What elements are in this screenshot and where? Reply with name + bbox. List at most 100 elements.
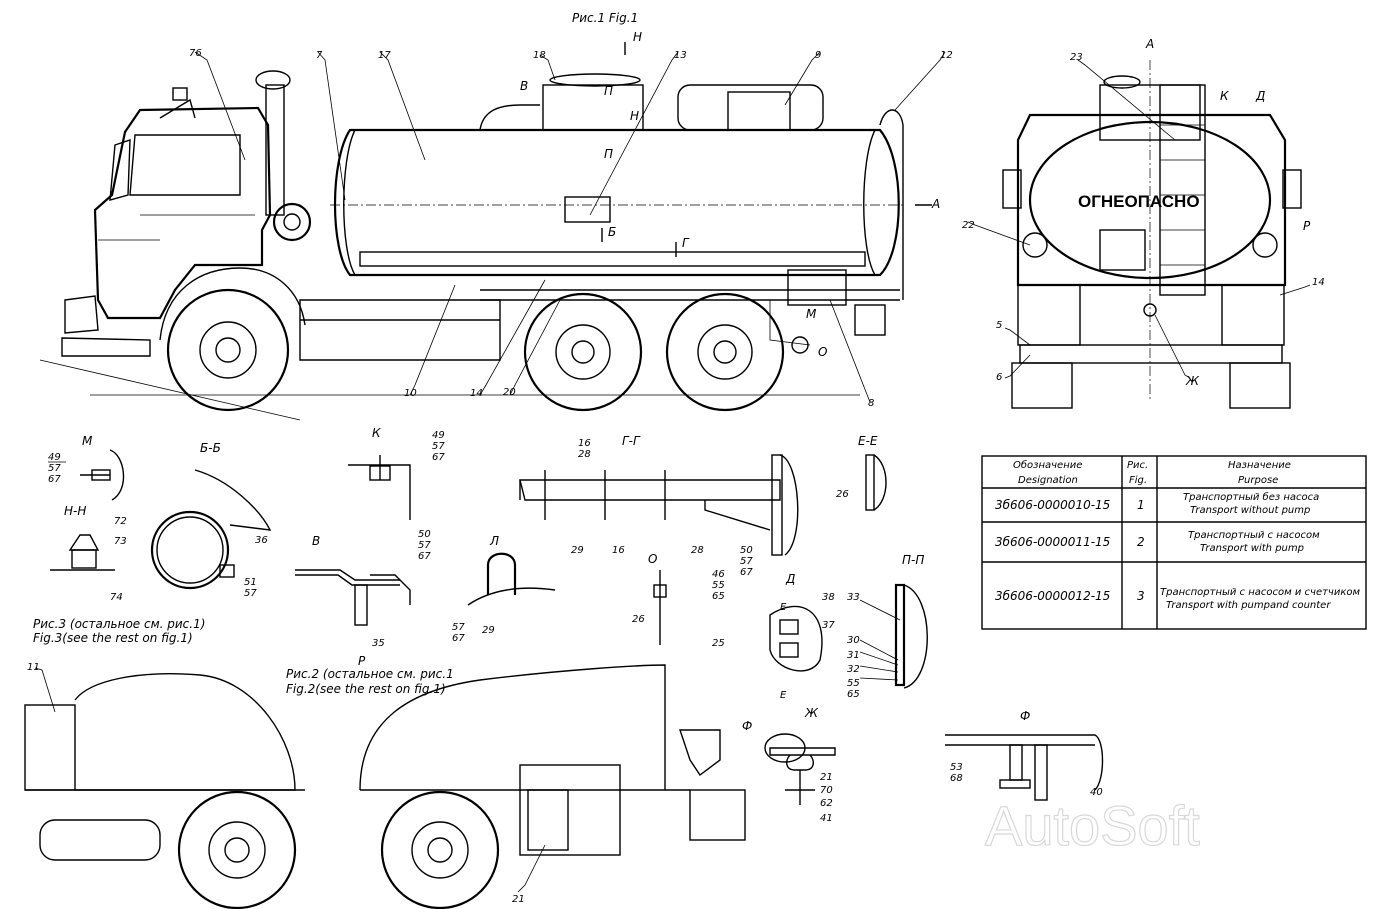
watermark: AutoSoft	[985, 794, 1200, 857]
detail-D: 38 37 Е Е	[769, 592, 835, 701]
svg-text:Б: Б	[608, 225, 616, 239]
svg-text:Ж: Ж	[1185, 374, 1200, 388]
table-row-1-designation: 3б606-0000010-15	[995, 498, 1110, 512]
svg-text:13: 13	[674, 50, 687, 61]
detail-EE: 26	[836, 454, 887, 511]
svg-text:Н: Н	[633, 30, 642, 44]
view-O-label: О	[648, 552, 657, 566]
table-row-2-designation: 3б606-0000011-15	[995, 535, 1110, 549]
svg-text:31: 31	[847, 650, 860, 661]
view-BB-label: Б-Б	[200, 441, 221, 455]
fig3-title-ru: Рис.3 (остальное см. рис.1)	[33, 617, 205, 631]
table-row-3-purpose-ru: Транспортный с насосом и счетчиком	[1160, 587, 1360, 598]
svg-text:68: 68	[950, 773, 963, 784]
svg-text:12: 12	[940, 50, 953, 61]
svg-text:67: 67	[452, 633, 465, 644]
svg-text:67: 67	[48, 474, 61, 485]
detail-L: 57 67 29	[452, 552, 556, 644]
view-GG-label: Г-Г	[622, 434, 641, 448]
view-F-label: Ф	[742, 719, 752, 733]
detail-NN: 72 73 74	[50, 516, 127, 603]
svg-text:67: 67	[432, 452, 445, 463]
view-L-label: Л	[489, 534, 499, 548]
table-row-1-fig: 1	[1137, 498, 1145, 512]
svg-text:50: 50	[418, 529, 431, 540]
svg-text:14: 14	[1312, 277, 1325, 288]
detail-K: 49 57 67	[348, 430, 445, 520]
svg-text:22: 22	[962, 220, 975, 231]
svg-text:30: 30	[847, 635, 860, 646]
svg-text:29: 29	[571, 545, 584, 556]
table-row-2-fig: 2	[1137, 535, 1145, 549]
detail-GG: 16 28 29 16 28 50 57 67	[519, 438, 799, 578]
svg-text:П: П	[604, 147, 613, 161]
detail-PP: 33 30 31 32 55 65	[847, 583, 928, 700]
table-header-fig-ru: Рис.	[1127, 460, 1148, 471]
table-row-3-fig: 3	[1137, 589, 1145, 603]
svg-text:74: 74	[110, 592, 123, 603]
svg-text:55: 55	[847, 678, 860, 689]
main-view-letters: А Н В П Н П Б Г А М О	[520, 30, 940, 359]
table-row-3-designation: 3б606-0000012-15	[995, 589, 1110, 603]
designation-table: Обозначение Designation Рис. Fig. Назнач…	[981, 455, 1367, 630]
view-Zh-label: Ж	[804, 706, 819, 720]
svg-text:5: 5	[996, 320, 1002, 331]
svg-text:70: 70	[820, 785, 833, 796]
svg-text:37: 37	[822, 620, 835, 631]
tank-inscription: ОГНЕОПАСНО	[1078, 192, 1200, 211]
svg-text:7: 7	[316, 50, 323, 61]
svg-text:40: 40	[1090, 787, 1103, 798]
fig3-title-en: Fig.3(see the rest on fig.1)	[33, 631, 193, 645]
detail-M: 49 57 67	[48, 449, 125, 501]
detail-Ff: 53 68 40	[945, 734, 1104, 801]
svg-text:6: 6	[996, 372, 1002, 383]
svg-text:16: 16	[578, 438, 591, 449]
svg-text:18: 18	[533, 50, 546, 61]
svg-text:33: 33	[847, 592, 860, 603]
svg-text:9: 9	[815, 50, 821, 61]
svg-text:57: 57	[418, 540, 431, 551]
svg-text:36: 36	[255, 535, 268, 546]
rear-callouts: 23 22 5 6 14 К Д Р Ж	[962, 52, 1325, 388]
svg-text:51: 51	[244, 577, 257, 588]
svg-text:57: 57	[432, 441, 445, 452]
main-callouts: 76 7 17 18 13 9 12 10 14 20 8	[189, 48, 953, 409]
svg-text:26: 26	[836, 489, 849, 500]
svg-text:14: 14	[470, 388, 483, 399]
svg-text:49: 49	[432, 430, 445, 441]
detail-V: 50 57 67 35	[295, 529, 431, 649]
svg-text:26: 26	[632, 614, 645, 625]
svg-text:57: 57	[452, 622, 465, 633]
svg-text:21: 21	[820, 772, 833, 783]
view-M-label: М	[82, 434, 93, 448]
svg-text:32: 32	[847, 664, 860, 675]
svg-text:17: 17	[378, 50, 391, 61]
svg-text:16: 16	[612, 545, 625, 556]
svg-text:К: К	[1220, 89, 1229, 103]
fig2-title-en: Fig.2(see the rest on fig.1)	[286, 682, 446, 696]
svg-text:М: М	[806, 307, 817, 321]
svg-text:72: 72	[114, 516, 127, 527]
svg-text:67: 67	[740, 567, 753, 578]
svg-text:25: 25	[712, 638, 725, 649]
view-A-label: А	[1145, 37, 1154, 51]
svg-text:28: 28	[691, 545, 704, 556]
svg-text:55: 55	[712, 580, 725, 591]
truck-side-view	[39, 42, 946, 421]
view-EE-label: Е-Е	[858, 434, 878, 448]
table-row-1-purpose-ru: Транспортный без насоса	[1183, 491, 1319, 503]
view-PP-label: П-П	[902, 553, 924, 567]
svg-text:57: 57	[244, 588, 257, 599]
svg-text:10: 10	[404, 388, 417, 399]
truck-rear-view	[967, 59, 1311, 409]
table-header-designation-en: Designation	[1018, 475, 1078, 486]
svg-text:50: 50	[740, 545, 753, 556]
detail-O: 46 55 65 26 26 25	[632, 569, 725, 649]
view-V-label: В	[312, 534, 320, 548]
fig1-title: Рис.1 Fig.1	[572, 11, 638, 25]
table-header-fig-en: Fig.	[1129, 475, 1147, 486]
svg-text:57: 57	[740, 556, 753, 567]
svg-text:73: 73	[114, 536, 127, 547]
svg-text:Р: Р	[1303, 219, 1311, 233]
